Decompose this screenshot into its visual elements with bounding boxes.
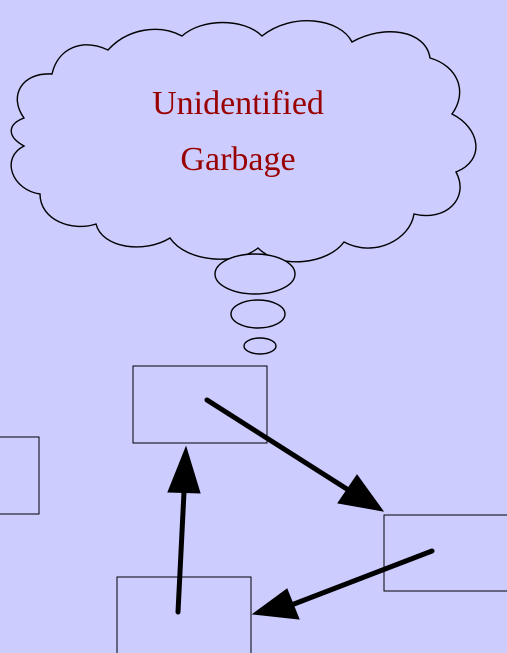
arrow-right-to-bottom-head: [253, 589, 299, 619]
arrow-right-to-bottom-line: [294, 551, 432, 604]
node-bottom: [117, 577, 251, 653]
arrow-top-to-right-line: [207, 400, 350, 491]
node-top-center: [133, 366, 267, 443]
cloud-text-line2: Garbage: [180, 141, 295, 178]
thought-bubble-large: [215, 254, 295, 294]
arrow-bottom-to-top-head: [168, 447, 200, 493]
cloud-text-line1: Unidentified: [152, 85, 324, 122]
node-left: [0, 437, 39, 514]
arrow-bottom-to-top-line: [178, 492, 184, 612]
thought-bubble-small: [244, 338, 276, 354]
node-right: [384, 515, 507, 591]
arrow-top-to-right-head: [338, 475, 383, 511]
thought-bubble-medium: [231, 300, 285, 328]
